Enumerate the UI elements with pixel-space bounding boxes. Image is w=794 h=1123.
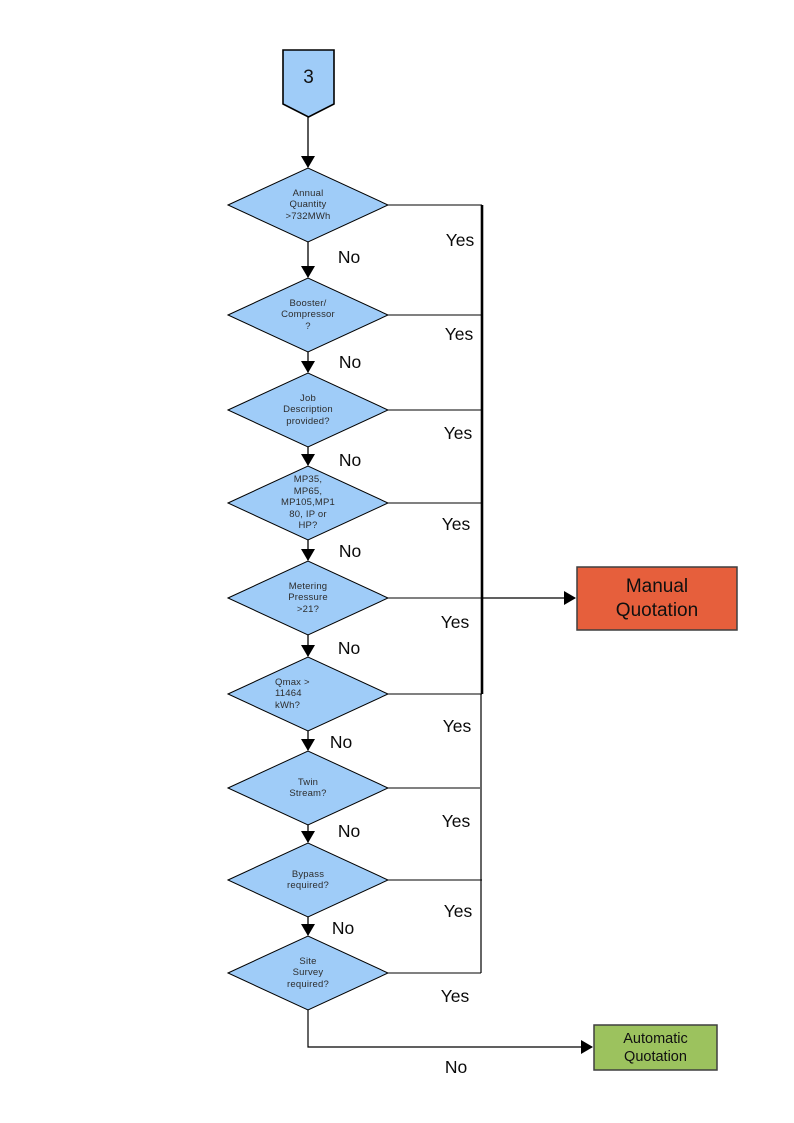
no-label-1: No: [337, 246, 361, 267]
decision-label-job-description: Job Description provided?: [283, 392, 333, 427]
yes-label-6: Yes: [442, 715, 472, 736]
decision-meter-pressure-tier: [226, 465, 390, 541]
decision-site-survey: [226, 935, 390, 1011]
yes-label-7: Yes: [441, 810, 471, 831]
decision-qmax: [226, 656, 390, 732]
yes-label-3: Yes: [443, 422, 473, 443]
no-label-3: No: [338, 449, 362, 470]
decision-label-booster-compressor: Booster/ Compressor ?: [281, 297, 335, 332]
yes-label-4: Yes: [441, 513, 471, 534]
no-label-5: No: [337, 637, 361, 658]
decision-label-twin-stream: Twin Stream?: [289, 776, 327, 800]
yes-label-2: Yes: [444, 323, 474, 344]
yes-label-5: Yes: [440, 611, 470, 632]
decision-label-site-survey: Site Survey required?: [287, 955, 329, 990]
no-label-4: No: [338, 540, 362, 561]
offpage-connector-shape: [282, 49, 335, 118]
decision-job-description: [226, 372, 390, 448]
no-label-6: No: [329, 731, 353, 752]
no-label-9: No: [444, 1056, 468, 1077]
terminal-manual-quotation-box: [576, 566, 738, 631]
terminal-manual-quotation-label: Manual Quotation: [615, 575, 699, 621]
decision-bypass: [226, 842, 390, 918]
offpage-connector-label: 3: [303, 67, 314, 88]
decision-label-bypass: Bypass required?: [287, 868, 329, 892]
no-label-2: No: [338, 351, 362, 372]
decision-label-qmax: Qmax > 11464 kWh?: [275, 676, 310, 711]
terminal-automatic-quotation-box: [593, 1024, 718, 1071]
no-label-8: No: [331, 917, 355, 938]
terminal-automatic-quotation-label: Automatic Quotation: [623, 1030, 688, 1065]
decision-label-meter-pressure-tier: MP35, MP65, MP105,MP1 80, IP or HP?: [280, 474, 336, 532]
decision-twin-stream: [226, 750, 390, 826]
flow-arrow-to-automatic-quotation: [307, 1010, 593, 1054]
decision-label-metering-pressure: Metering Pressure >21?: [288, 580, 328, 615]
no-label-7: No: [337, 820, 361, 841]
decision-annual-quantity: [226, 167, 390, 243]
yes-label-9: Yes: [440, 985, 470, 1006]
decision-metering-pressure: [226, 560, 390, 636]
yes-label-1: Yes: [445, 229, 475, 250]
decision-label-annual-quantity: Annual Quantity >732MWh: [285, 187, 331, 222]
yes-label-8: Yes: [443, 900, 473, 921]
decision-booster-compressor: [226, 277, 390, 353]
